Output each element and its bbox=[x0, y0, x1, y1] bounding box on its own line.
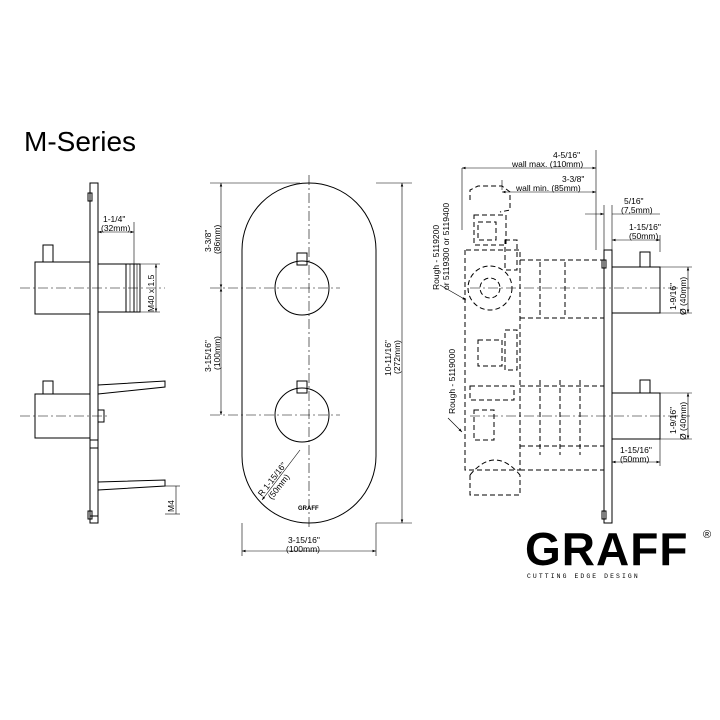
plate-thickness-label: 5/16" bbox=[624, 196, 644, 206]
plate-logo: GRAFF bbox=[298, 506, 319, 512]
dim-top-label: 3-3/8" bbox=[203, 230, 213, 252]
lower-knob-front-indicator bbox=[296, 380, 308, 394]
wall-plate-side bbox=[89, 182, 99, 524]
thread-label: M40 x 1.5 bbox=[146, 274, 156, 312]
rough-bottom-label: Rough - 5119000 bbox=[447, 349, 457, 414]
mount-bracket-lower bbox=[97, 479, 166, 491]
upper-knob-right bbox=[611, 266, 661, 314]
spacer bbox=[97, 409, 105, 423]
knob-depth-bottom-mm: (50mm) bbox=[620, 454, 649, 464]
knob-depth-top-mm: (50mm) bbox=[629, 231, 658, 241]
dim-height-mm: (272mm) bbox=[392, 340, 402, 374]
wall-min-label: 3-3/8" bbox=[562, 174, 584, 184]
rough-top-line1: Rough - 5119200 bbox=[431, 225, 441, 290]
upper-knob-indicator bbox=[42, 244, 54, 263]
upper-knob-front bbox=[274, 260, 330, 316]
rough-top-line2: or 5119300 or 5119400 bbox=[441, 203, 451, 290]
dim-top-mm: (86mm) bbox=[212, 225, 222, 254]
dim-depth-mm: (32mm) bbox=[101, 223, 130, 233]
screw-label: M4 bbox=[166, 500, 176, 512]
knob-dia-top-mm: Ø (40mm) bbox=[678, 277, 688, 315]
plate-clip-bottom bbox=[87, 510, 93, 520]
upper-knob-front-indicator bbox=[296, 252, 308, 266]
dim-width-mm: (100mm) bbox=[286, 544, 320, 554]
knob-depth-bottom-label: 1-15/16" bbox=[620, 445, 652, 455]
page-title: M-Series bbox=[24, 126, 137, 157]
cartridge-thread bbox=[125, 263, 141, 313]
lower-knob-indicator bbox=[42, 380, 54, 395]
wall-min-mm: wall min. (85mm) bbox=[515, 183, 581, 193]
wall-plate-side-right bbox=[603, 249, 613, 524]
brand-logo: GRAFF ® CUTTING EDGE DESIGN bbox=[525, 523, 715, 580]
lower-knob-right-indicator bbox=[639, 379, 651, 394]
brand-name: GRAFF bbox=[525, 523, 689, 575]
plate-clip-top bbox=[87, 192, 93, 202]
side-view-right: 4-5/16" wall max. (110mm) 3-3/8" wall mi… bbox=[431, 150, 692, 524]
dim-width-label: 3-15/16" bbox=[288, 535, 320, 545]
plate-thickness-mm: (7,5mm) bbox=[621, 205, 653, 215]
knob-dia-bottom-mm: Ø (40mm) bbox=[678, 402, 688, 440]
dim-mid-mm: (100mm) bbox=[212, 336, 222, 370]
dim-mid-label: 3-15/16" bbox=[203, 340, 213, 372]
brand-tagline: CUTTING EDGE DESIGN bbox=[527, 573, 640, 580]
knob-dia-bottom-label: 1-9/16" bbox=[668, 407, 678, 434]
lower-knob-front bbox=[274, 387, 330, 443]
registered-mark: ® bbox=[703, 529, 712, 541]
side-view-left: 1-1/4" (32mm) M40 x 1.5 M4 bbox=[20, 182, 180, 524]
mount-bracket-upper bbox=[97, 380, 166, 395]
upper-knob-right-indicator bbox=[639, 251, 651, 268]
front-view: GRAFF 3-3/8" (86mm) 3-15/16" (100mm) 10-… bbox=[203, 175, 412, 556]
rough-valve-body bbox=[464, 185, 604, 496]
wall-max-label: 4-5/16" bbox=[553, 150, 580, 160]
dim-depth-label: 1-1/4" bbox=[103, 214, 125, 224]
dim-height-label: 10-11/16" bbox=[383, 340, 393, 376]
screw-head bbox=[89, 439, 99, 449]
knob-depth-top-label: 1-15/16" bbox=[629, 222, 661, 232]
wall-max-mm: wall max. (110mm) bbox=[511, 159, 583, 169]
knob-dia-top-label: 1-9/16" bbox=[668, 283, 678, 310]
right-plate-clip-bottom bbox=[601, 510, 607, 520]
